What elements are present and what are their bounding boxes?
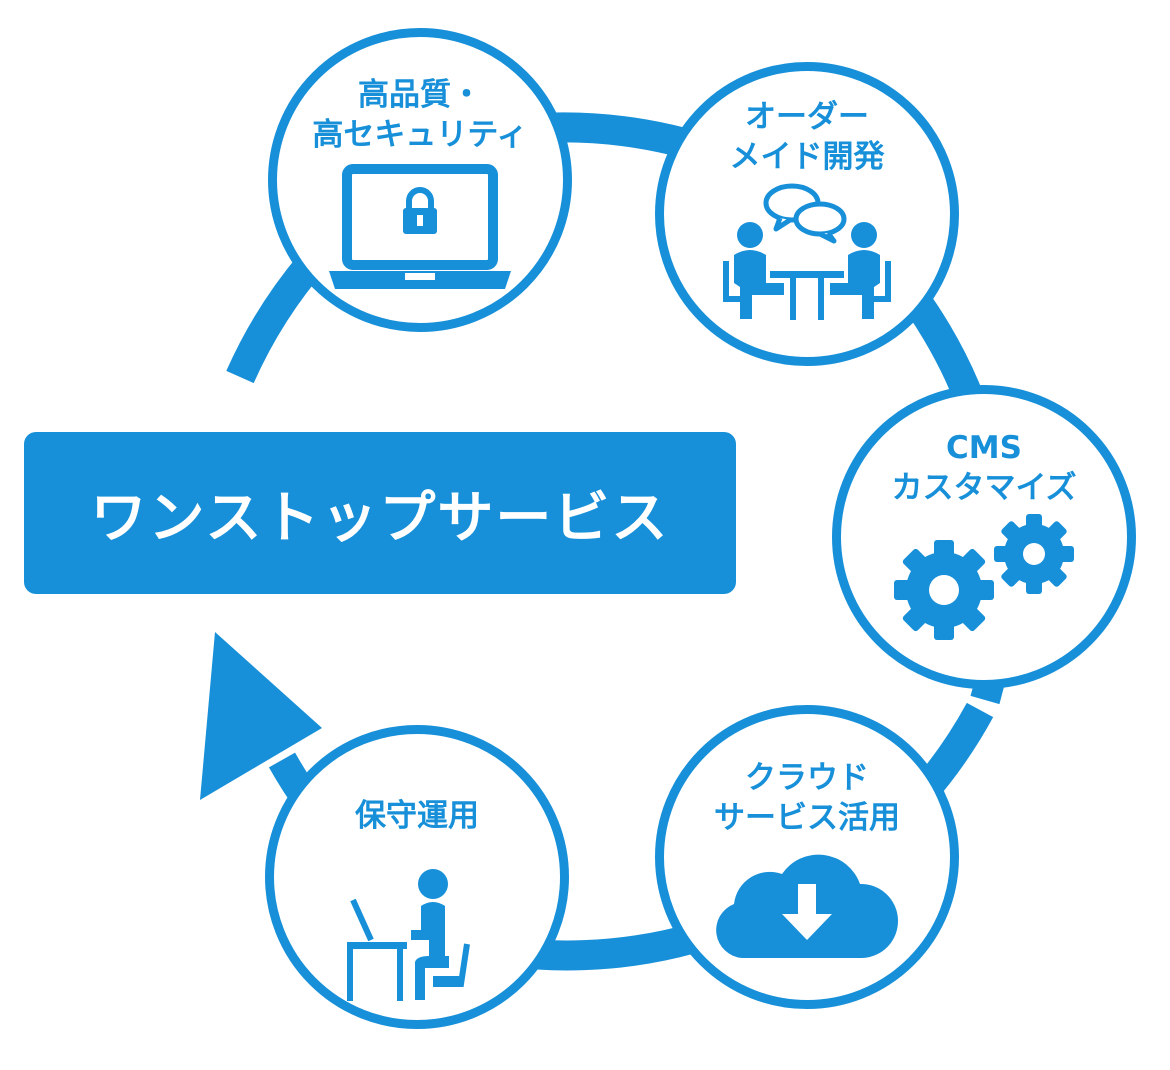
node-title-line: オーダー xyxy=(745,99,869,135)
node-title: 保守運用 xyxy=(355,796,479,836)
person-at-desk-icon xyxy=(347,869,470,1001)
node-cms-customize: CMS カスタマイズ xyxy=(832,385,1136,689)
node-custom-development: オーダー メイド開発 xyxy=(655,62,959,366)
node-title-line: 保守運用 xyxy=(355,798,479,834)
node-title-line: 高セキュリティ xyxy=(312,117,528,153)
node-title: CMS カスタマイズ xyxy=(891,428,1076,508)
node-quality-security: 高品質・ 高セキュリティ xyxy=(268,28,572,332)
center-title: ワンストップサービス xyxy=(90,485,670,551)
node-title-line: サービス活用 xyxy=(714,800,900,836)
node-title: クラウド サービス活用 xyxy=(714,758,900,838)
node-maintenance: 保守運用 xyxy=(265,725,569,1029)
cloud-download-icon xyxy=(716,854,899,958)
gear-large-icon xyxy=(894,540,994,640)
laptop-lock-icon xyxy=(329,164,511,289)
node-title-line: CMS xyxy=(946,430,1022,466)
node-cloud-services: クラウド サービス活用 xyxy=(655,705,959,1009)
meeting-icon xyxy=(723,183,891,320)
center-title-box: ワンストップサービス xyxy=(24,432,736,594)
node-title-line: メイド開発 xyxy=(729,139,885,175)
node-title-line: クラウド xyxy=(745,760,869,796)
gear-small-icon xyxy=(994,514,1074,594)
node-title-line: 高品質・ xyxy=(357,77,482,113)
node-title: オーダー メイド開発 xyxy=(730,97,885,177)
node-title-line: カスタマイズ xyxy=(891,470,1077,506)
node-title: 高品質・ 高セキュリティ xyxy=(312,75,527,155)
cycle-arrowhead xyxy=(200,632,322,800)
gears-icon xyxy=(894,514,1074,640)
